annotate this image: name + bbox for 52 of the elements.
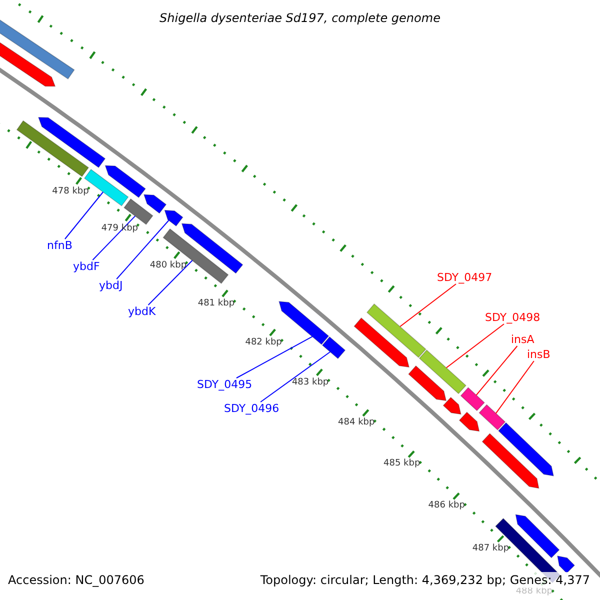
gene-feature <box>557 556 576 574</box>
scale-label: 486 kbp <box>428 502 465 511</box>
genome-info-text: Topology: circular; Length: 4,369,232 bp; Genes: 4,377 <box>258 572 592 588</box>
scale-label: 482 kbp <box>245 338 282 348</box>
gene-label: SDY_0495 <box>197 379 252 390</box>
leader-line <box>446 324 504 368</box>
gene-label: insA <box>511 334 534 345</box>
gene-label: SDY_0498 <box>485 312 540 323</box>
scale-label: 480 kbp <box>150 262 187 271</box>
diagram-title: Shigella dysenteriae Sd197, complete genome <box>160 12 440 24</box>
scale-label: 483 kbp <box>292 378 329 388</box>
gene-feature <box>498 422 554 476</box>
gene-label: SDY_0496 <box>224 403 280 414</box>
gene-feature <box>515 514 560 558</box>
gene-feature <box>460 387 485 412</box>
scale-label: 488 kbp <box>516 588 553 597</box>
leader-line <box>116 220 170 280</box>
leader-line <box>495 360 534 414</box>
scale-label: 485 kbp <box>384 460 420 469</box>
leader-line <box>236 336 313 378</box>
gene-feature <box>354 317 410 368</box>
scale-label: 478 kbp <box>52 188 89 197</box>
gene-feature <box>458 412 480 432</box>
scale-label: 484 kbp <box>338 418 375 428</box>
leader-line <box>260 351 331 402</box>
scale-label: 481 kbp <box>198 300 235 309</box>
gene-label: ybdJ <box>99 280 123 291</box>
gene-feature <box>143 194 167 214</box>
gene-feature <box>104 165 146 198</box>
leader-line <box>400 284 456 327</box>
scale-label: 479 kbp <box>101 224 138 234</box>
gene-feature <box>408 365 447 402</box>
gene-label: ybdK <box>128 306 156 317</box>
gene-feature <box>366 303 426 358</box>
gene-feature <box>442 396 462 415</box>
leader-line <box>64 192 104 240</box>
gene-feature <box>322 336 346 360</box>
gene-label: SDY_0497 <box>437 272 492 283</box>
leader-line <box>148 260 193 306</box>
accession-text: Accession: NC_007606 <box>8 574 144 586</box>
gene-feature <box>482 433 540 489</box>
gene-feature <box>38 116 106 168</box>
gene-feature <box>478 404 506 430</box>
gene-label: nfnB <box>47 240 72 251</box>
leader-line <box>476 346 518 396</box>
gene-label: insB <box>527 349 550 360</box>
scale-label: 487 kbp <box>472 544 510 554</box>
gene-feature <box>16 120 90 178</box>
gene-feature <box>124 198 154 225</box>
gene-feature <box>418 350 466 394</box>
leader-line <box>92 216 136 260</box>
gene-label: ybdF <box>73 261 100 272</box>
